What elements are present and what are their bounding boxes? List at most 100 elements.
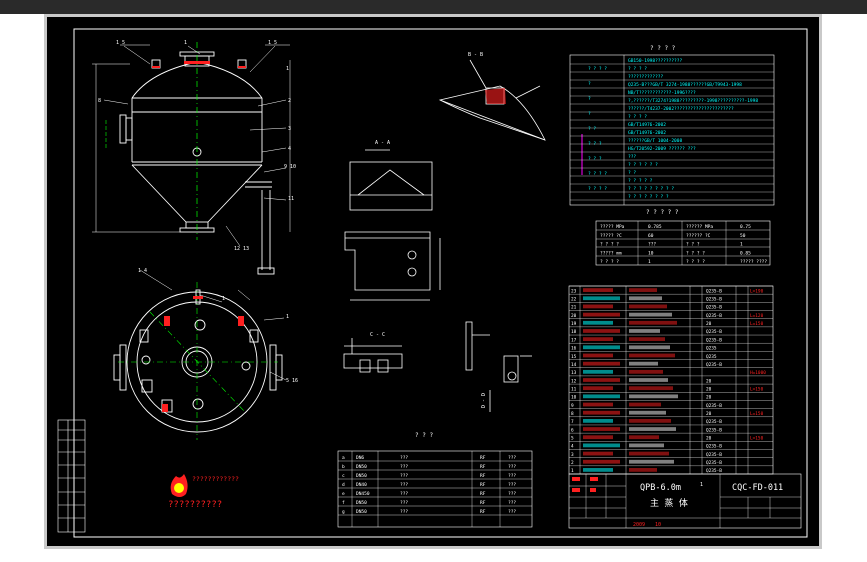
- svg-text:1: 1: [222, 296, 225, 302]
- bom-material: Q235-B: [706, 329, 722, 335]
- title-block: [568, 473, 802, 529]
- leader-lines: [103, 45, 287, 247]
- bom-code-mark: [583, 443, 620, 448]
- spec-left-label: ?: [588, 96, 591, 102]
- bom-note: L=120: [750, 313, 764, 319]
- spec-row: GB/T14976-2002: [628, 130, 666, 136]
- nozzle-cell: ???: [400, 455, 408, 461]
- bom-item-no: 8: [571, 411, 574, 417]
- nozzle-cell: d: [342, 482, 345, 488]
- nozzle-cell: ???: [508, 500, 516, 506]
- spec-row: ? ? ? ?: [628, 114, 647, 120]
- bom-code-mark: [583, 329, 620, 333]
- bom-item-no: 18: [571, 329, 577, 335]
- bom-name-mark: [629, 386, 673, 391]
- svg-text:1 5: 1 5: [116, 40, 125, 46]
- bom-material: Q235-B: [706, 288, 722, 294]
- company-logo: [170, 474, 188, 497]
- bom-name-mark: [629, 418, 671, 423]
- bom-material: 20: [706, 378, 712, 384]
- spec-row: Q235-B???GB/T 3274-1988??????GB/T9943-19…: [628, 82, 742, 88]
- cad-toolbar: [0, 0, 867, 14]
- bom-item-no: 5: [571, 436, 574, 442]
- bom-name-mark: [629, 394, 678, 399]
- bom-code-mark: [583, 361, 620, 366]
- spec-row: ?,??????/T3274?1988?????????-1998???????…: [628, 98, 758, 104]
- bom-name-mark: [629, 410, 666, 415]
- detail-leg: [465, 321, 532, 412]
- nozzle-cell: ???: [400, 482, 408, 488]
- bom-code-mark: [583, 345, 620, 350]
- param-cell: 60: [648, 233, 654, 239]
- spec-block: GB150-1998??????????? ? ? ??????????????…: [569, 54, 775, 206]
- bom-material: Q235: [706, 346, 717, 352]
- bom-code-mark: [583, 402, 613, 407]
- nozzle-cell: a: [342, 456, 345, 461]
- bom-code-mark: [583, 386, 613, 391]
- bom-name-mark: [629, 435, 659, 440]
- param-cell: 1: [740, 242, 743, 248]
- bom-code-mark: [583, 427, 620, 431]
- title-subtitle: 主 蒸 体: [650, 497, 688, 509]
- param-cell: ????? ????: [740, 259, 767, 265]
- params-title: ? ? ? ? ?: [646, 209, 679, 216]
- bom-material: 20: [706, 436, 712, 442]
- bom-material: Q235-B: [706, 452, 722, 458]
- nozzle-cell: g: [342, 510, 345, 515]
- nozzle-cell: RF: [480, 482, 486, 488]
- param-cell: 50: [740, 233, 746, 239]
- nozzle-cell: ???: [400, 491, 408, 497]
- spec-row: ??????/T4237-2002??????????????????????: [628, 106, 734, 112]
- bom-name-mark: [629, 329, 660, 333]
- nozzle-cell: DN6: [356, 455, 364, 461]
- bom-name-mark: [629, 320, 677, 325]
- nozzle-cell: DN50: [356, 473, 367, 479]
- nozzle-cell: ???: [508, 455, 516, 461]
- bom-note: L=150: [750, 321, 764, 327]
- param-cell: ? ? ?: [686, 242, 700, 248]
- bom-material: Q235-B: [706, 403, 722, 409]
- detail-bracket: [343, 338, 403, 373]
- spec-row: NB/T????????????-1996????: [628, 90, 696, 96]
- nozzle-cell: f: [342, 500, 345, 506]
- bom-name-mark: [629, 304, 667, 309]
- bom-name-mark: [629, 459, 674, 464]
- title-name: QPB-6.0m: [640, 483, 681, 493]
- bom-code-mark: [583, 296, 620, 301]
- bom-code-mark: [583, 468, 613, 472]
- spec-left-label: ?: [588, 81, 591, 87]
- title-month: 10: [655, 522, 661, 528]
- bom-note: L=150: [750, 436, 764, 442]
- bom-name-mark: [629, 427, 676, 431]
- bom-material: Q235-B: [706, 419, 722, 425]
- spec-title: ? ? ? ?: [650, 45, 676, 52]
- svg-text:C - C: C - C: [370, 332, 385, 338]
- bom-item-no: 10: [571, 395, 577, 401]
- part-balloons: 1 5 1 1 5 1 2 3 4 9 10 11 12 13 8 1 4 1 …: [98, 40, 298, 384]
- nozzle-cell: RF: [480, 455, 486, 461]
- bom-code-mark: [583, 394, 620, 399]
- plan-centerlines: [118, 282, 278, 440]
- bom-material: Q235-B: [706, 305, 722, 311]
- nozzle-cell: ???: [400, 509, 408, 515]
- svg-text:4: 4: [288, 146, 291, 152]
- nozzle-cell: ???: [400, 500, 408, 506]
- nozzle-cell: ???: [508, 473, 516, 479]
- bom-material: Q235-B: [706, 297, 722, 303]
- nozzle-cell: RF: [480, 500, 486, 506]
- nozzle-cell: DN40: [356, 482, 367, 488]
- param-cell: ? ? ? ?: [686, 250, 705, 256]
- bom-name-mark: [629, 468, 657, 472]
- bom-item-no: 14: [571, 362, 577, 368]
- nozzle-cell: ???: [508, 509, 516, 515]
- detail-gusset: [344, 149, 441, 301]
- bom-item-no: 11: [571, 386, 577, 392]
- spec-row: ? ?: [628, 170, 636, 176]
- param-cell: 1: [648, 259, 651, 265]
- bom-item-no: 12: [571, 378, 577, 384]
- drawing-sheet[interactable]: [47, 17, 819, 546]
- spec-left-label: ? ? ? ?: [588, 171, 607, 177]
- spec-row: ? ? ? ? ? ? ? ? ?: [628, 186, 674, 192]
